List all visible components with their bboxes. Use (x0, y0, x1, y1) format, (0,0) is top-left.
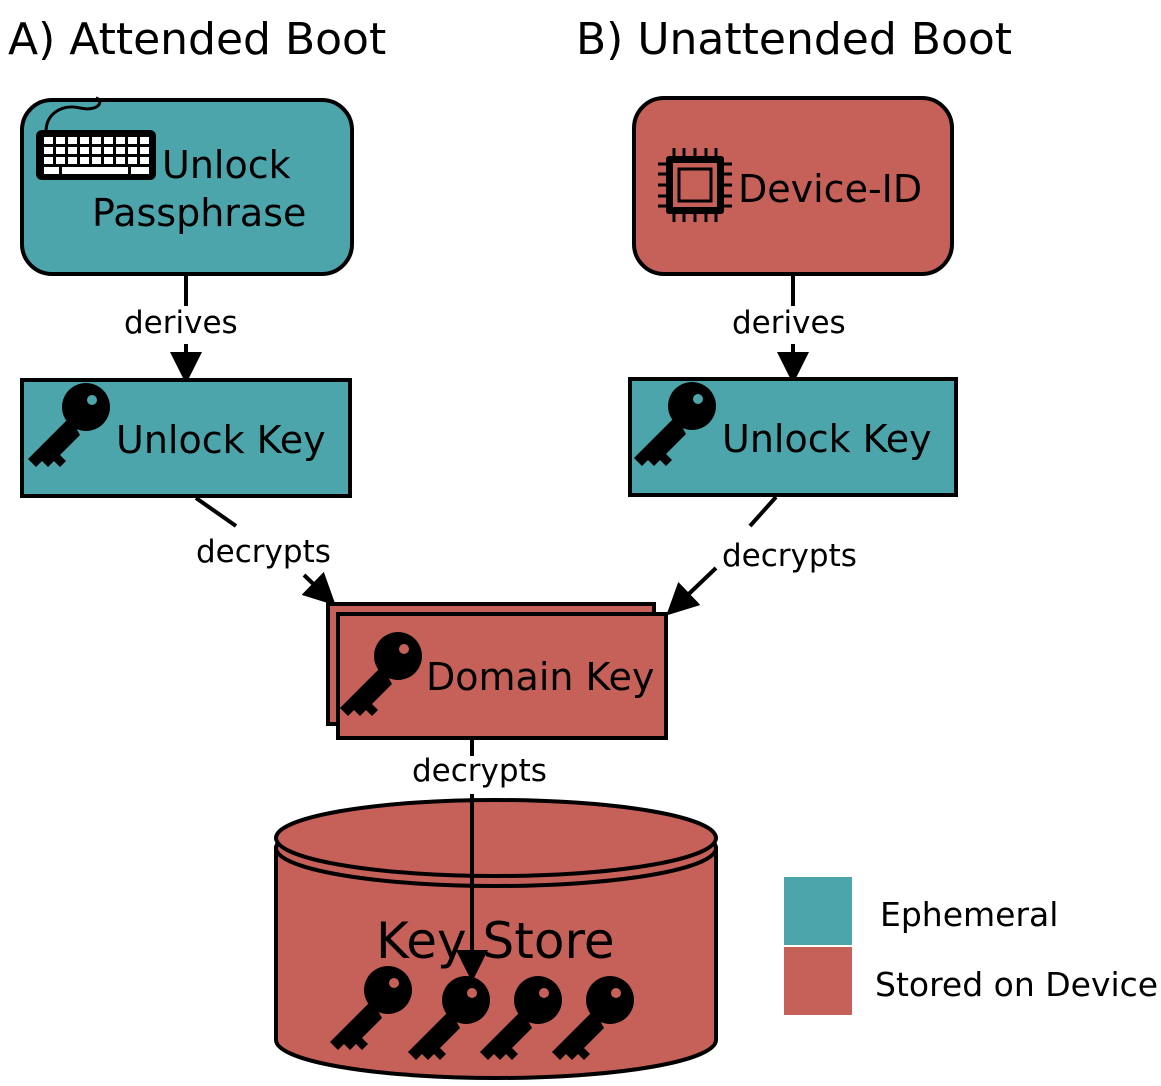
edge-decrypts-a: decrypts (194, 496, 336, 606)
edge-derives-b: derives (732, 274, 846, 384)
passphrase-label-line2: Passphrase (92, 191, 306, 235)
section-title-unattended: B) Unattended Boot (576, 14, 1012, 65)
edge-decrypts-b: decrypts (666, 495, 857, 616)
node-unlock-passphrase: Unlock Passphrase (20, 96, 354, 276)
node-key-store: Key Store (274, 798, 718, 1080)
node-domain-key: Domain Key (326, 602, 668, 740)
derives-a-label: derives (124, 305, 238, 341)
derives-b-label: derives (732, 305, 846, 341)
node-unlock-key-a: Unlock Key (20, 378, 352, 498)
edge-derives-a: derives (124, 274, 238, 384)
section-title-attended: A) Attended Boot (8, 14, 386, 65)
legend-label-ephemeral: Ephemeral (880, 895, 1058, 934)
decrypts-a-label: decrypts (196, 534, 331, 570)
keyboard-icon (36, 96, 156, 180)
unlock-key-a-label: Unlock Key (116, 418, 326, 462)
decrypts-b-label: decrypts (722, 538, 857, 574)
passphrase-label-line1: Unlock (162, 143, 291, 187)
domain-key-label: Domain Key (426, 655, 654, 699)
legend-swatch-ephemeral (784, 877, 852, 945)
edge-decrypts-store: decrypts (412, 740, 547, 982)
device-id-label: Device-ID (738, 167, 922, 211)
legend-swatch-stored (784, 947, 852, 1015)
chip-icon (658, 148, 732, 222)
node-unlock-key-b: Unlock Key (628, 377, 958, 497)
legend-label-stored: Stored on Device (875, 965, 1158, 1004)
unlock-key-b-label: Unlock Key (722, 417, 932, 461)
decrypts-store-label: decrypts (412, 753, 547, 789)
node-device-id: Device-ID (632, 96, 954, 276)
key-store-label: Key Store (376, 912, 615, 970)
legend: Ephemeral Stored on Device (784, 877, 1158, 1015)
